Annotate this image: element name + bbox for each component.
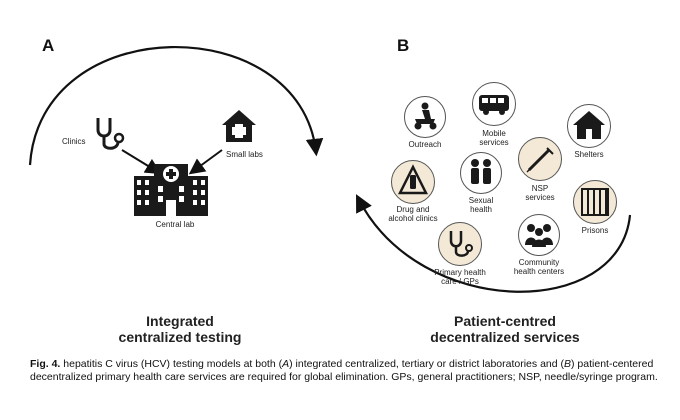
community-label-line2: health centers bbox=[513, 267, 565, 276]
caption-part1: hepatitis C virus (HCV) testing models a… bbox=[60, 358, 283, 370]
group-people-icon bbox=[525, 224, 553, 247]
smalllabs-to-lab-arrow bbox=[188, 149, 223, 175]
clinics-label: Clinics bbox=[62, 137, 86, 146]
caption-label: Fig. 4. bbox=[30, 358, 61, 370]
prisons-label: Prisons bbox=[581, 226, 609, 235]
primary-label-line2: care / GPs bbox=[441, 277, 479, 286]
small-labs-label: Small labs bbox=[226, 150, 263, 159]
shelters-circle bbox=[567, 104, 611, 148]
people-icon bbox=[471, 159, 491, 184]
sexual-health-circle bbox=[460, 152, 502, 194]
caption-part3: ) patient-centered decentralized primary… bbox=[30, 358, 658, 383]
scooter-icon bbox=[414, 102, 437, 130]
drug-label-line2: alcohol clinics bbox=[388, 214, 438, 223]
prisons-circle bbox=[573, 180, 617, 224]
bottle-icon bbox=[397, 164, 429, 195]
nsp-services-circle bbox=[518, 137, 562, 181]
outreach-circle bbox=[404, 96, 446, 138]
primary-health-label: Primary health care / GPs bbox=[424, 268, 496, 286]
panel-b-arc-arrow bbox=[356, 194, 632, 293]
stethoscope-icon bbox=[96, 118, 125, 150]
outreach-label: Outreach bbox=[408, 140, 442, 149]
primary-label-line1: Primary health bbox=[434, 268, 486, 277]
sexual-label-line2: health bbox=[470, 205, 492, 214]
drug-alcohol-circle bbox=[391, 160, 435, 204]
stethoscope-small-icon bbox=[449, 231, 473, 257]
nsp-label-line2: services bbox=[525, 193, 555, 202]
caption-ref-b: B bbox=[564, 358, 572, 370]
figure-caption: Fig. 4. hepatitis C virus (HCV) testing … bbox=[30, 358, 660, 384]
small-lab-house-icon bbox=[222, 110, 256, 142]
sexual-label-line1: Sexual bbox=[468, 196, 494, 205]
community-health-label: Community health centers bbox=[506, 258, 572, 276]
caption-part2: ) integrated centralized, tertiary or di… bbox=[289, 358, 564, 370]
community-label-line1: Community bbox=[518, 258, 560, 267]
panel-b-title: Patient-centred decentralized services bbox=[400, 313, 610, 345]
panel-b-title-line2: decentralized services bbox=[430, 329, 580, 345]
nsp-label-line1: NSP bbox=[531, 184, 549, 193]
panel-a-title-line2: centralized testing bbox=[118, 329, 242, 345]
community-health-circle bbox=[518, 214, 560, 256]
panel-a-arc-arrow bbox=[28, 46, 324, 166]
central-lab-label: Central lab bbox=[155, 220, 195, 229]
syringe-icon bbox=[526, 147, 554, 173]
panel-a-title: Integrated centralized testing bbox=[80, 313, 280, 345]
house-icon bbox=[573, 111, 605, 139]
mobile-services-label: Mobile services bbox=[470, 129, 518, 147]
caption-ref-a: A bbox=[282, 358, 290, 370]
panel-b-title-line1: Patient-centred bbox=[454, 313, 556, 329]
drug-label-line1: Drug and bbox=[396, 205, 430, 214]
primary-health-circle bbox=[438, 222, 482, 266]
panel-a-title-line1: Integrated bbox=[146, 313, 214, 329]
clinics-to-lab-arrow bbox=[121, 149, 162, 175]
central-lab-building-icon bbox=[134, 164, 208, 216]
bus-icon bbox=[479, 95, 509, 115]
mobile-services-circle bbox=[472, 82, 516, 126]
prison-bars-icon bbox=[581, 188, 609, 216]
mobile-label-line1: Mobile bbox=[482, 129, 506, 138]
nsp-services-label: NSP services bbox=[516, 184, 564, 202]
shelters-label: Shelters bbox=[574, 150, 604, 159]
drug-alcohol-label: Drug and alcohol clinics bbox=[375, 205, 451, 223]
panel-a-letter: A bbox=[42, 36, 55, 55]
panel-b-letter: B bbox=[397, 36, 410, 55]
mobile-label-line2: services bbox=[479, 138, 509, 147]
sexual-health-label: Sexual health bbox=[457, 196, 505, 214]
